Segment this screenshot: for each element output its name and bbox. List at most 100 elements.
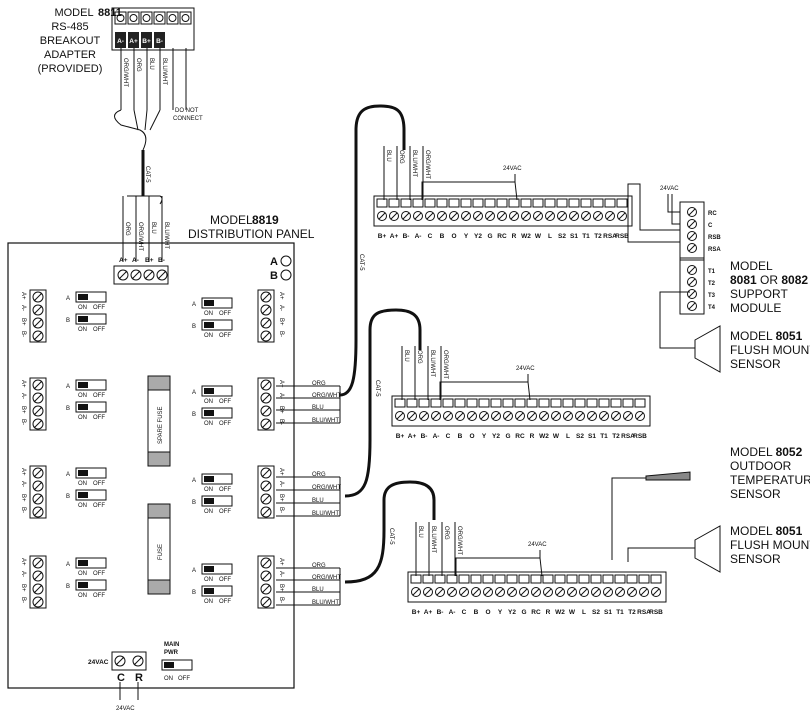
thermostat-terminal: S1 (588, 433, 596, 440)
dip-switch[interactable] (75, 401, 107, 413)
thermostat-terminal: T2 (628, 609, 636, 616)
panel-port-block (257, 555, 275, 609)
thermostat-terminal: Y2 (508, 609, 516, 616)
panel-led-label: A (270, 256, 278, 268)
thermostat-terminal: Y (482, 433, 487, 440)
panel-output-wire: ORG (312, 472, 326, 478)
dip-switch[interactable] (201, 297, 233, 309)
dip-switch[interactable] (201, 585, 233, 597)
support-vac: 24VAC (660, 186, 679, 192)
thermostat-terminal: B- (403, 233, 410, 240)
support-terminal: T4 (708, 305, 716, 311)
switch-label: A (66, 384, 70, 390)
panel-port-terminal: A+ (278, 468, 284, 476)
support-terminal: RSB (708, 235, 721, 241)
thermostat-terminal: B+ (378, 233, 387, 240)
thermostat-terminal: T1 (582, 233, 590, 240)
switch-label: A (66, 296, 70, 302)
thermostat-terminal: RSA (637, 609, 651, 616)
panel-port-terminal: B+ (278, 494, 284, 502)
switch-on-label: ON (204, 333, 213, 339)
panel-port-block (29, 465, 47, 519)
dip-switch[interactable] (201, 495, 233, 507)
panel-output-wire: BLU/WHT (312, 600, 339, 606)
dip-switch[interactable] (201, 385, 233, 397)
dip-switch[interactable] (75, 489, 107, 501)
adapter-terminal-label: A- (117, 38, 124, 45)
thermostat-terminal: Y (464, 233, 469, 240)
main-pwr-label: PWR (164, 650, 179, 656)
adapter-wire-label: BLU (148, 58, 154, 70)
cat5-cable-c (344, 480, 436, 584)
panel-input-terminal: A+ (119, 257, 128, 264)
thermostat-terminal: RSA (603, 233, 617, 240)
outdoor-desc-line: SENSOR (730, 487, 781, 501)
thermostat-terminal: W (569, 609, 576, 616)
support-terminal: C (708, 223, 713, 229)
panel-input-wire: BLU (150, 222, 156, 234)
thermostat-terminal: B (440, 233, 445, 240)
panel-port-terminal: A+ (278, 380, 284, 388)
panel-input-wire: ORG/WHT (137, 222, 143, 251)
main-power-switch[interactable] (161, 659, 193, 671)
switch-off-label: OFF (93, 393, 105, 399)
panel-input-wire: ORG (124, 222, 130, 236)
adapter-desc-line: RS-485 (51, 21, 88, 33)
thermostat-wire: ORG (398, 150, 404, 164)
distribution-panel (7, 242, 295, 689)
dip-switch[interactable] (75, 313, 107, 325)
switch-label: B (192, 412, 196, 418)
thermostat-terminal: Y2 (492, 433, 500, 440)
dip-switch[interactable] (201, 473, 233, 485)
dip-switch[interactable] (201, 319, 233, 331)
switch-off-label: OFF (93, 503, 105, 509)
dip-switch[interactable] (75, 557, 107, 569)
dip-switch[interactable] (75, 467, 107, 479)
cat5-label: CAT-5 (144, 166, 150, 183)
power-terminal-label: R (135, 672, 143, 684)
dip-switch[interactable] (75, 579, 107, 591)
thermostat-terminal: A+ (408, 433, 417, 440)
thermostat-terminal: W2 (539, 433, 549, 440)
panel-port-terminal: A- (20, 481, 26, 487)
thermostat-terminal: T1 (600, 433, 608, 440)
panel-port-terminal: B+ (20, 584, 26, 592)
thermostat-wire: ORG (443, 526, 449, 540)
thermostat-wire: ORG (416, 350, 422, 364)
support-model-numbers: 8081 OR 8082 (730, 273, 808, 287)
panel-output-wire: BLU/WHT (312, 511, 339, 517)
thermostat-terminal: RSB (649, 609, 663, 616)
thermostat-terminal: T2 (612, 433, 620, 440)
thermostat-terminal: W2 (521, 233, 531, 240)
thermostat-terminal: L (582, 609, 586, 616)
switch-label: A (192, 390, 196, 396)
thermostat-terminal: B+ (396, 433, 405, 440)
main-pwr-label: MAIN (164, 642, 179, 648)
dip-switch[interactable] (75, 291, 107, 303)
panel-port-terminal: B- (278, 331, 284, 337)
thermostat-terminal: S1 (604, 609, 612, 616)
switch-label: B (66, 584, 70, 590)
thermostat-vac: 24VAC (528, 542, 547, 548)
switch-off-label: OFF (219, 487, 231, 493)
adapter-desc-line: (PROVIDED) (38, 63, 103, 75)
thermostat-wire: ORG/WHT (456, 526, 462, 555)
dip-switch[interactable] (201, 563, 233, 575)
thermostat-terminal: G (487, 233, 492, 240)
switch-off-label: OFF (93, 327, 105, 333)
do-not-connect-label: DO NOT (175, 108, 199, 114)
panel-input-terminal: B+ (145, 257, 154, 264)
adapter-wire-label: ORG (135, 58, 141, 72)
fuse-label: FUSE (158, 544, 164, 560)
panel-port-terminal: A- (20, 305, 26, 311)
support-terminal: RSA (708, 247, 721, 253)
dip-switch[interactable] (75, 379, 107, 391)
cat5-label-c: CAT-5 (388, 528, 394, 545)
panel-port-terminal: A- (278, 571, 284, 577)
cat5-label-a: CAT-5 (358, 254, 364, 271)
panel-port-terminal: A+ (20, 558, 26, 566)
thermostat-terminal: A- (415, 233, 422, 240)
thermostat-terminal: R (546, 609, 551, 616)
switch-label: A (66, 472, 70, 478)
dip-switch[interactable] (201, 407, 233, 419)
